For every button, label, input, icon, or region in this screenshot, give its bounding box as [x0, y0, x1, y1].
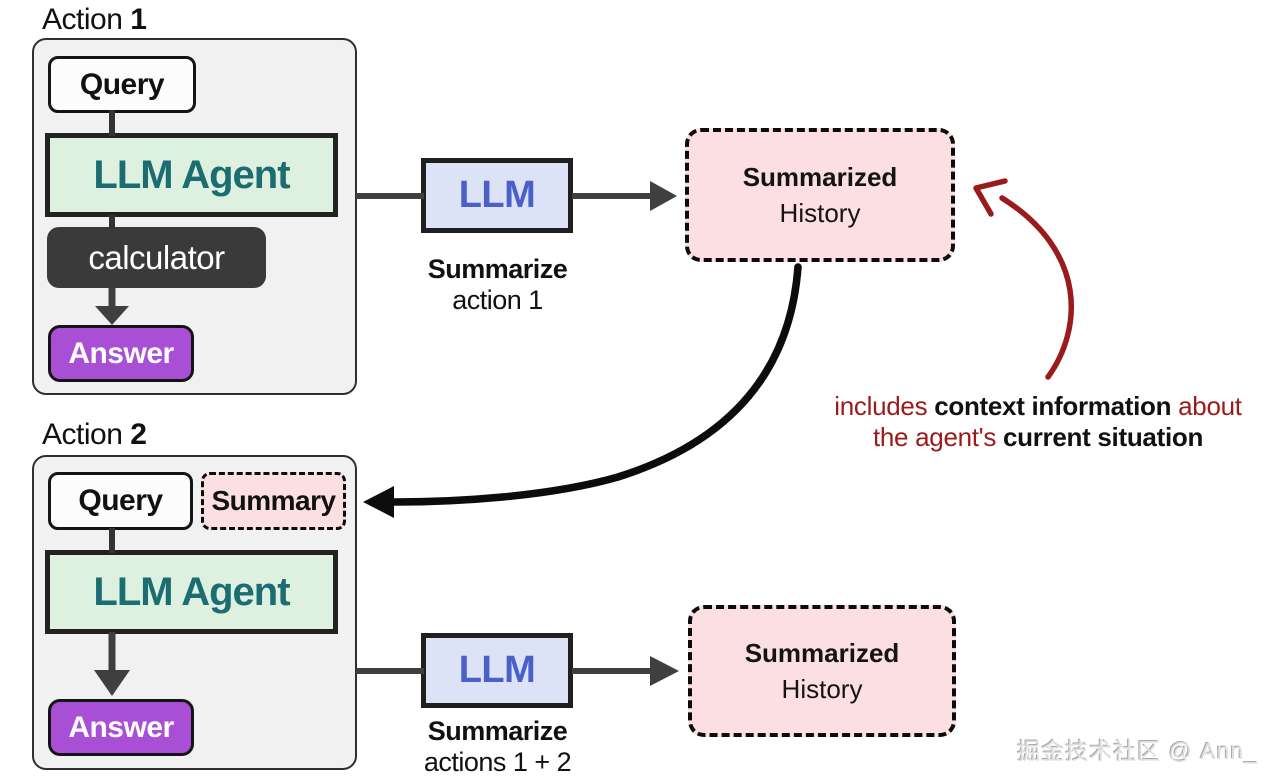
summarized-history-subtitle-1: History: [779, 198, 861, 228]
answer-box-2: Answer: [48, 699, 194, 756]
answer-label-2: Answer: [68, 710, 174, 744]
action-1-title: Action 1: [42, 3, 147, 37]
query-box-1: Query: [48, 56, 196, 113]
action-2-label: Action: [42, 418, 123, 451]
llm-agent-label-1: LLM Agent: [93, 152, 290, 197]
llm-agent-label-2: LLM Agent: [93, 569, 290, 614]
summarize-caption-2: Summarize actions 1 + 2: [390, 716, 605, 778]
summarized-history-title-2: Summarized: [744, 638, 900, 668]
llm-agent-box-1: LLM Agent: [45, 133, 338, 217]
llm-label-2: LLM: [458, 649, 536, 691]
summarized-history-title-1: Summarized: [742, 162, 898, 192]
arrow-right-llm2-history-icon: [572, 656, 679, 686]
summarize-caption-1: Summarize action 1: [400, 254, 595, 316]
answer-label-1: Answer: [68, 336, 174, 370]
action-2-title: Action 2: [42, 418, 147, 452]
summarize-caption-1-rest: action 1: [452, 285, 543, 315]
arrow-right-llm1-history-icon: [572, 181, 677, 211]
annotation-red-3: the agent's: [872, 422, 997, 452]
summarize-caption-2-rest: actions 1 + 2: [423, 747, 572, 777]
calculator-label: calculator: [88, 238, 225, 276]
llm-agent-box-2: LLM Agent: [45, 550, 338, 634]
answer-box-1: Answer: [48, 325, 194, 382]
summarized-history-box-1: Summarized History: [685, 128, 955, 262]
annotation-black-2: current situation: [1003, 422, 1204, 452]
llm-label-1: LLM: [458, 174, 536, 216]
annotation-note: includes context information about the a…: [810, 391, 1266, 453]
query-label-1: Query: [79, 67, 165, 101]
watermark-text: 掘金技术社区 @ Ann_: [1017, 738, 1258, 764]
summarized-history-box-2: Summarized History: [688, 605, 956, 737]
llm-box-1: LLM: [421, 158, 573, 233]
calculator-box: calculator: [47, 227, 266, 288]
summarize-caption-2-bold: Summarize: [427, 716, 568, 746]
action-2-number: 2: [130, 418, 147, 451]
annotation-black-1: context information: [934, 391, 1172, 421]
query-box-2: Query: [48, 472, 193, 530]
llm-box-2: LLM: [421, 633, 573, 708]
summary-box: Summary: [201, 472, 346, 530]
summarize-caption-1-bold: Summarize: [427, 254, 568, 284]
watermark: 掘金技术社区 @ Ann_: [1017, 732, 1258, 766]
action-1-number: 1: [130, 3, 147, 36]
action-1-label: Action: [42, 3, 123, 36]
summarized-history-subtitle-2: History: [781, 674, 863, 704]
annotation-red-1: includes: [834, 391, 928, 421]
query-label-2: Query: [78, 484, 163, 517]
summary-label: Summary: [211, 485, 336, 516]
annotation-red-2: about: [1178, 391, 1242, 421]
red-curved-arrow-icon: [973, 178, 1074, 380]
